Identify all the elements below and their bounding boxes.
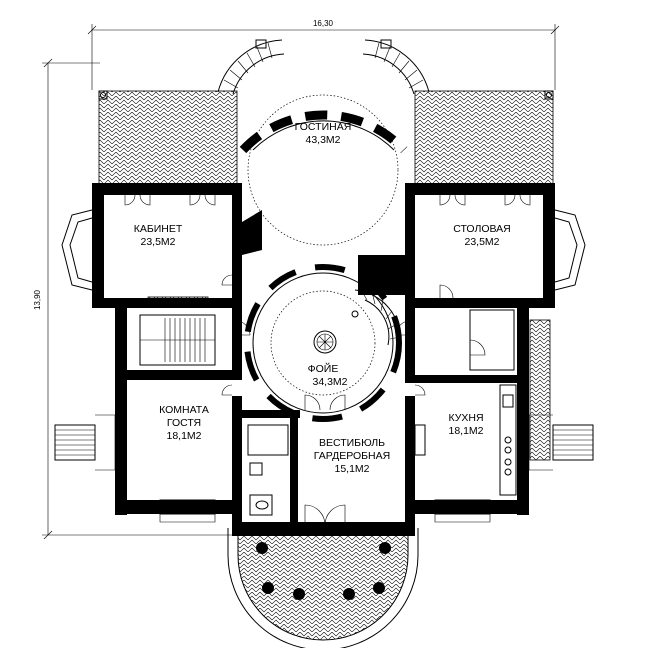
terrace-left [98,90,238,186]
room-area: 18,1М2 [166,430,201,442]
room-name-line2: ГАРДЕРОБНАЯ [314,450,390,462]
room-dining: СТОЛОВАЯ 23,5М2 [453,223,511,248]
stair-landing [147,296,209,308]
room-living: ГОСТИНАЯ 43,3М2 [295,121,352,146]
room-guest: КОМНАТА ГОСТЯ 18,1М2 [159,404,209,442]
room-name: КОМНАТА [159,404,209,416]
room-name-line2: ГОСТЯ [167,417,201,429]
doors [124,194,531,526]
room-area: 15,1М2 [334,463,369,475]
room-area: 43,3М2 [305,134,340,146]
room-area: 18,1М2 [448,425,483,437]
interior-stair [139,296,216,366]
kitchen-side-stair [529,319,551,461]
dimension-lines [42,24,560,540]
windows-bottom [159,499,491,523]
living-room-ring [247,94,399,246]
terraces [98,90,554,648]
bathroom-fittings [247,424,289,516]
side-stairs [54,414,594,471]
terrace-bottom [237,527,409,641]
terrace-right [414,90,554,186]
room-kitchen: КУХНЯ 18,1М2 [448,412,483,437]
room-vestibule: ВЕСТИБЮЛЬ ГАРДЕРОБНАЯ 15,1М2 [314,437,390,475]
height-dimension: 13,90 [33,289,42,310]
width-dimension: 16,30 [313,19,334,28]
room-area: 23,5М2 [140,236,175,248]
room-name: ФОЙЕ [308,362,339,375]
room-name: ВЕСТИБЮЛЬ [319,437,385,449]
room-foyer: ФОЙЕ 34,3М2 [308,362,348,388]
foyer-rotunda [244,264,402,422]
bay-windows [61,209,586,291]
bottom-terrace-planters [256,542,391,600]
kitchen-fittings [414,309,551,496]
room-name: КУХНЯ [448,412,483,424]
room-name: КАБИНЕТ [134,223,183,235]
room-area: 34,3М2 [312,376,347,388]
room-study: КАБИНЕТ 23,5М2 [134,223,183,248]
room-name: СТОЛОВАЯ [453,223,511,235]
room-name: ГОСТИНАЯ [295,121,352,133]
room-area: 23,5М2 [464,236,499,248]
outdoor-stairs-top [217,39,430,95]
